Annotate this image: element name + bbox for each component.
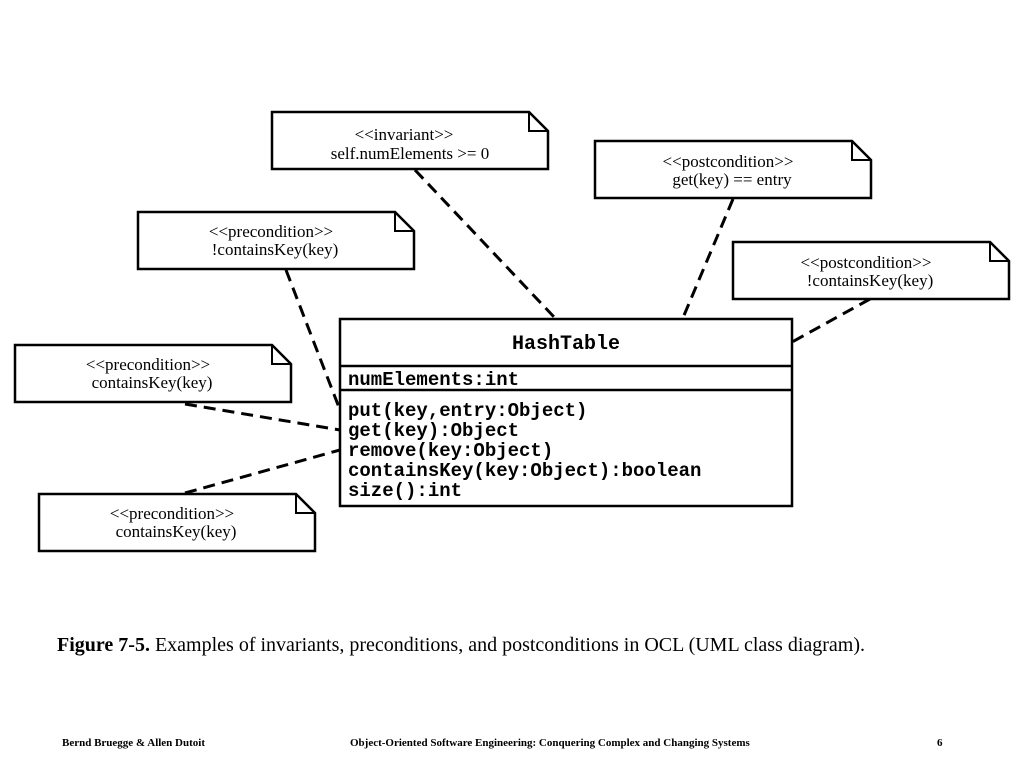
- note-expression: get(key) == entry: [672, 170, 792, 189]
- note-expression: containsKey(key): [116, 522, 237, 541]
- figure-label: Figure 7-5.: [57, 634, 150, 656]
- note-invariant: <<invariant>> self.numElements >= 0: [270, 110, 550, 171]
- class-attribute: numElements:int: [348, 369, 519, 391]
- note-precondition-put: <<precondition>> !containsKey(key): [136, 210, 416, 271]
- figure-caption: Figure 7-5. Examples of invariants, prec…: [57, 632, 937, 658]
- anchor-precondition-get: [184, 402, 341, 432]
- anchor-precondition-remove: [184, 448, 341, 495]
- note-expression: !containsKey(key): [807, 271, 934, 290]
- note-stereotype: <<precondition>>: [209, 222, 333, 241]
- note-expression: self.numElements >= 0: [331, 144, 489, 163]
- note-stereotype: <<precondition>>: [86, 355, 210, 374]
- note-precondition-get: <<precondition>> containsKey(key): [13, 343, 293, 404]
- anchor-precondition-put: [284, 269, 342, 411]
- class-operation: put(key,entry:Object): [348, 400, 587, 422]
- note-expression: containsKey(key): [92, 373, 213, 392]
- note-postcondition-remove: <<postcondition>> !containsKey(key): [731, 240, 1011, 301]
- footer-book-title: Object-Oriented Software Engineering: Co…: [350, 737, 750, 749]
- footer-page-number: 6: [937, 737, 943, 749]
- class-operation: containsKey(key:Object):boolean: [348, 460, 701, 482]
- class-operation: remove(key:Object): [348, 440, 553, 462]
- class-hashtable: HashTable numElements:int put(key,entry:…: [338, 317, 794, 508]
- note-stereotype: <<precondition>>: [110, 504, 234, 523]
- note-precondition-remove: <<precondition>> containsKey(key): [37, 492, 317, 553]
- note-stereotype: <<postcondition>>: [801, 253, 932, 272]
- class-operation: get(key):Object: [348, 420, 519, 442]
- anchor-invariant: [413, 168, 557, 320]
- class-operation: size():int: [348, 480, 462, 502]
- note-postcondition-get: <<postcondition>> get(key) == entry: [593, 139, 873, 200]
- note-stereotype: <<invariant>>: [355, 125, 454, 144]
- note-stereotype: <<postcondition>>: [663, 152, 794, 171]
- note-expression: !containsKey(key): [212, 240, 339, 259]
- footer-authors: Bernd Bruegge & Allen Dutoit: [62, 737, 205, 749]
- class-name: HashTable: [512, 333, 620, 356]
- figure-caption-text: Examples of invariants, preconditions, a…: [149, 634, 866, 656]
